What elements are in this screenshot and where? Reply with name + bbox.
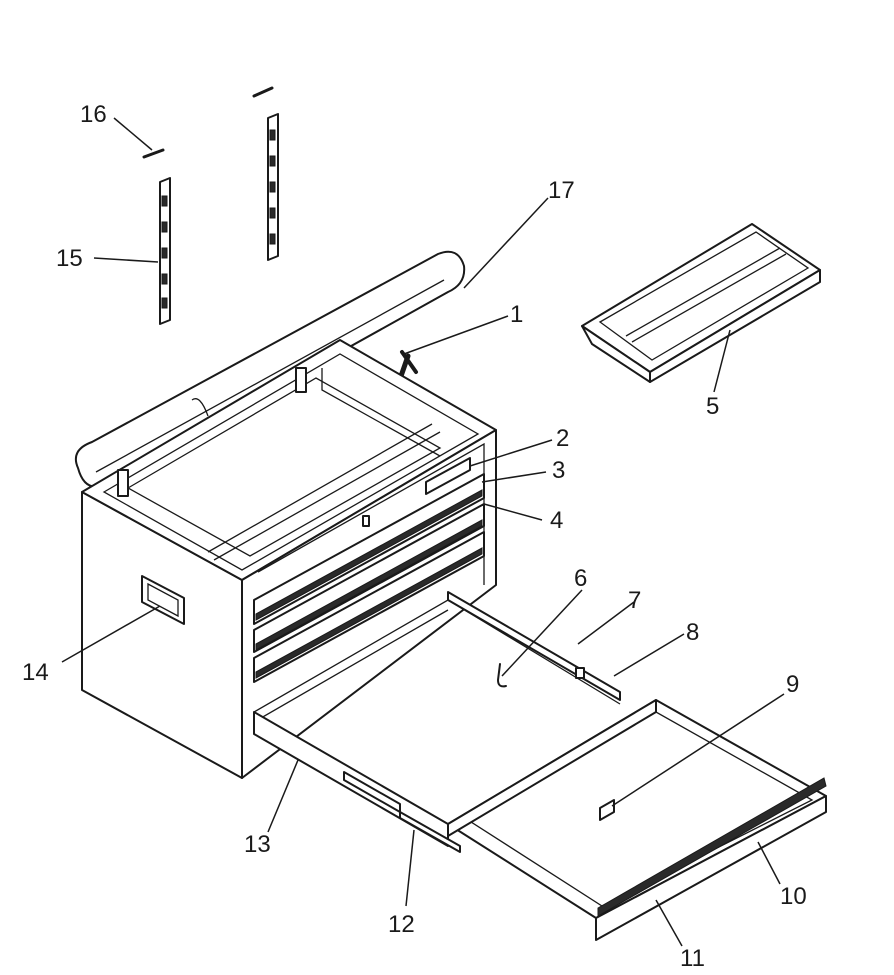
callout-15: 15 — [56, 245, 83, 272]
callout-11: 11 — [680, 945, 705, 972]
callout-8: 8 — [686, 619, 699, 646]
callout-12: 12 — [388, 911, 415, 938]
chest-body — [81, 339, 497, 779]
hinge-strip-left — [159, 177, 171, 325]
callout-9: 9 — [786, 671, 799, 698]
callout-13: 13 — [244, 831, 271, 858]
callout-16: 16 — [80, 101, 107, 128]
callout-1: 1 — [510, 301, 523, 328]
callout-2: 2 — [556, 425, 569, 452]
callout-5: 5 — [706, 393, 719, 420]
callout-10: 10 — [780, 883, 807, 910]
hinge-pin-left — [142, 148, 165, 159]
leader-lines — [61, 117, 785, 947]
hinge-pin-right — [252, 86, 274, 98]
callout-6: 6 — [574, 565, 587, 592]
callout-17: 17 — [548, 177, 575, 204]
side-handle — [141, 575, 185, 625]
callout-4: 4 — [550, 507, 563, 534]
callout-3: 3 — [552, 457, 565, 484]
hinge-strip-right — [267, 113, 279, 261]
open-drawer — [253, 591, 827, 941]
callout-14: 14 — [22, 659, 49, 686]
callout-7: 7 — [628, 587, 641, 614]
removable-tray — [581, 223, 821, 383]
